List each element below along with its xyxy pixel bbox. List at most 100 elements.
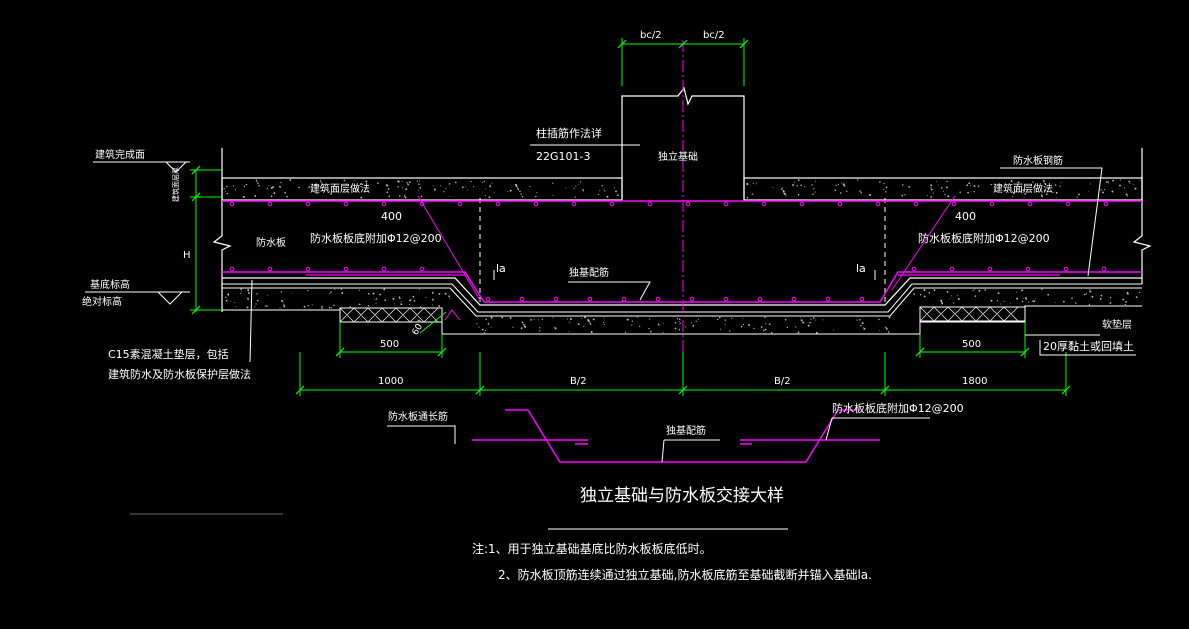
dim-H-ticks (191, 165, 201, 315)
concrete-speckle (536, 192, 538, 194)
concrete-speckle (574, 196, 576, 198)
concrete-speckle (270, 187, 273, 189)
concrete-speckle (693, 325, 694, 327)
concrete-speckle (1024, 193, 1027, 195)
concrete-speckle (517, 188, 520, 191)
concrete-speckle (859, 319, 861, 321)
concrete-speckle (254, 306, 256, 308)
concrete-speckle (631, 324, 633, 326)
angle-dim (419, 311, 447, 334)
rebar-dot (647, 201, 653, 207)
concrete-speckle (575, 185, 577, 187)
concrete-speckle (1021, 300, 1023, 303)
concrete-speckle (435, 307, 436, 309)
foundation-section (212, 40, 1152, 395)
concrete-speckle (968, 182, 971, 185)
concrete-speckle (1044, 183, 1047, 185)
concrete-speckle (1040, 194, 1043, 196)
detail-added-leader (825, 417, 930, 441)
concrete-speckle (406, 182, 408, 184)
rebar-dot (837, 201, 843, 207)
concrete-speckle (365, 180, 368, 183)
concrete-speckle (291, 292, 293, 294)
concrete-speckle (280, 291, 283, 293)
rebar-dot (457, 201, 463, 207)
concrete-speckle (367, 292, 370, 295)
concrete-speckle (583, 325, 585, 327)
concrete-speckle (454, 181, 457, 184)
concrete-speckle (420, 195, 423, 198)
concrete-speckle (1033, 300, 1036, 302)
concrete-speckle (786, 326, 789, 329)
concrete-speckle (812, 193, 814, 196)
concrete-speckle (346, 190, 348, 192)
concrete-speckle (229, 300, 231, 302)
concrete-speckle (751, 193, 754, 195)
concrete-speckle (1052, 191, 1054, 194)
concrete-speckle (248, 292, 250, 294)
concrete-speckle (501, 316, 504, 319)
concrete-speckle (401, 181, 403, 183)
concrete-speckle (1010, 180, 1013, 183)
concrete-speckle (386, 191, 389, 194)
concrete-speckle (888, 316, 891, 319)
rebar-dot (791, 296, 797, 302)
concrete-speckle (491, 182, 493, 184)
concrete-speckle (1103, 189, 1106, 191)
concrete-speckle (266, 187, 268, 190)
concrete-speckle (448, 295, 451, 298)
rebar-detail (387, 409, 930, 463)
rebar-dot (381, 266, 387, 272)
concrete-speckle (433, 188, 436, 191)
rebar-dot (689, 296, 695, 302)
concrete-speckle (843, 184, 846, 187)
concrete-speckle (1099, 297, 1102, 300)
concrete-speckle (943, 190, 944, 192)
concrete-speckle (984, 289, 987, 291)
concrete-speckle (535, 195, 537, 198)
concrete-speckle (488, 196, 491, 199)
soft-cushion-right-hatch (919, 306, 1019, 322)
label-c15-2: 建筑防水及防水板保护层做法 (108, 367, 251, 381)
foundation-bottom-rebar (222, 271, 1142, 303)
concrete-speckle (476, 323, 478, 325)
note-2: 2、防水板顶筋连续通过独立基础,防水板底筋至基础截断并锚入基础la. (498, 567, 872, 582)
concrete-speckle (412, 295, 415, 298)
rebar-dot (305, 201, 311, 207)
label-slab-rebar: 防水板钢筋 (1013, 154, 1063, 167)
concrete-speckle (1133, 184, 1135, 186)
concrete-speckle (1017, 181, 1020, 184)
rebar-dot (911, 266, 917, 272)
concrete-speckle (485, 318, 487, 321)
concrete-speckle (690, 322, 693, 324)
label-b2-right: B/2 (774, 376, 791, 387)
concrete-speckle (800, 319, 803, 322)
concrete-speckle (930, 188, 933, 191)
concrete-speckle (407, 183, 409, 186)
concrete-speckle (539, 327, 541, 329)
concrete-speckle (923, 289, 926, 291)
rebar-dot (723, 296, 729, 302)
concrete-speckle (833, 329, 835, 331)
concrete-speckle (928, 292, 931, 294)
concrete-speckle (388, 195, 390, 197)
slab-rebar-leader (1000, 167, 1103, 277)
concrete-speckle (809, 321, 811, 324)
concrete-speckle (1138, 291, 1141, 294)
concrete-speckle (678, 329, 681, 331)
rebar-dot (1027, 201, 1033, 207)
concrete-speckle (509, 189, 512, 192)
concrete-speckle (232, 185, 235, 187)
concrete-speckle (811, 184, 813, 186)
concrete-speckle (657, 323, 660, 325)
concrete-speckle (478, 326, 480, 328)
concrete-speckle (1062, 300, 1065, 303)
concrete-speckle (449, 297, 451, 299)
concrete-speckle (1035, 298, 1036, 300)
concrete-speckle (972, 289, 974, 292)
concrete-speckle (878, 318, 880, 321)
concrete-speckle (662, 332, 664, 334)
concrete-speckle (782, 188, 783, 190)
concrete-speckle (298, 186, 300, 189)
label-400-left: 400 (381, 210, 402, 223)
